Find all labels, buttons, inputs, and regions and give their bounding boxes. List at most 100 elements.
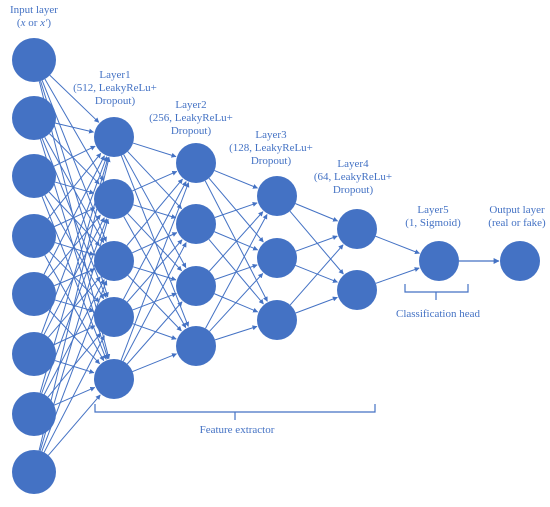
input-neuron-8: [12, 450, 56, 494]
layer5-label: Layer5 (1, Sigmoid): [405, 204, 461, 229]
layer3-detail2: Dropout): [251, 155, 292, 167]
input-x-prime: x′: [39, 17, 48, 29]
edge-input-1-to-layer1-1: [49, 133, 100, 185]
edge-layer3-1-to-layer4-0: [295, 235, 338, 252]
edge-input-7-to-layer1-4: [47, 394, 101, 456]
layer2-neuron-2: [176, 204, 216, 244]
edge-input-4-to-layer1-1: [47, 214, 101, 278]
edge-layer1-2-to-layer2-1: [132, 232, 178, 254]
layer2-neuron-3: [176, 266, 216, 306]
input-neuron-2: [12, 96, 56, 140]
edge-input-3-to-layer1-0: [47, 152, 102, 220]
output-layer-label: Output layer (real or fake): [488, 204, 546, 229]
output-neuron-1: [500, 241, 540, 281]
layer1-neuron-1: [94, 117, 134, 157]
edge-input-2-to-layer1-1: [55, 181, 95, 195]
edge-layer1-0-to-layer2-0: [132, 142, 177, 158]
layer2-neuron-4: [176, 326, 216, 366]
layer5-name: Layer5: [417, 204, 449, 216]
edge-input-2-to-layer1-2: [48, 191, 100, 247]
layer4-neuron-1: [337, 209, 377, 249]
layer2-name: Layer2: [175, 99, 206, 111]
edge-layer1-1-to-layer2-1: [132, 204, 177, 219]
input-neuron-4: [12, 214, 56, 258]
edge-layer2-3-to-layer3-1: [209, 273, 264, 332]
edge-input-7-to-layer1-3: [43, 335, 105, 453]
edge-layer2-3-to-layer3-0: [205, 214, 268, 329]
feature-extractor-bracket: [94, 404, 376, 420]
layer1-detail: (512, LeakyReLu+: [73, 82, 157, 94]
edge-input-2-to-layer1-0: [53, 145, 96, 167]
edge-input-6-to-layer1-2: [43, 279, 105, 395]
edge-layer2-0-to-layer3-0: [214, 170, 259, 189]
input-neuron-3: [12, 154, 56, 198]
classification-head-label: Classification head: [396, 308, 481, 320]
layer1-neuron-5: [94, 359, 134, 399]
edge-input-3-to-layer1-1: [53, 207, 96, 228]
layer3-neuron-3: [257, 300, 297, 340]
input-neuron-5: [12, 272, 56, 316]
edge-layer1-4-to-layer2-1: [122, 242, 187, 362]
edge-input-1-to-layer1-2: [44, 136, 105, 244]
layer1-neuron-4: [94, 297, 134, 337]
edge-layer1-4-to-layer2-0: [120, 182, 190, 361]
output-layer-subtitle: (real or fake): [488, 217, 546, 229]
edge-layer3-1-to-layer4-1: [295, 264, 338, 283]
edge-layer3-2-to-layer4-1: [295, 296, 338, 314]
layer1-detail2: Dropout): [95, 95, 136, 107]
edge-layer2-2-to-layer3-0: [209, 211, 264, 272]
edge-layer1-3-to-layer2-0: [122, 181, 187, 300]
input-layer-title: Input layer: [10, 4, 58, 16]
edge-layer2-1-to-layer3-0: [214, 201, 258, 218]
edge-layer1-4-to-layer2-3: [132, 353, 177, 372]
layer1-neuron-2: [94, 179, 134, 219]
layer4-neuron-2: [337, 270, 377, 310]
edge-layer2-3-to-layer3-2: [214, 325, 258, 341]
layer5-detail: (1, Sigmoid): [405, 217, 461, 229]
classification-head-bracket: [404, 284, 469, 300]
edge-input-0-to-layer1-1: [44, 78, 104, 182]
layer3-name: Layer3: [255, 129, 287, 141]
output-layer-title: Output layer: [489, 204, 545, 216]
layer2-detail: (256, LeakyReLu+: [149, 112, 233, 124]
input-layer-subtitle: (x or x′): [17, 17, 52, 29]
input-x: x: [20, 17, 26, 29]
layer4-name: Layer4: [337, 158, 369, 170]
layer3-neuron-2: [257, 238, 297, 278]
input-neuron-7: [12, 392, 56, 436]
edge-layer1-4-to-layer2-2: [126, 301, 183, 365]
edge-layer3-0-to-layer4-1: [289, 210, 344, 275]
layer3-detail: (128, LeakyReLu+: [229, 142, 313, 154]
feature-extractor-label: Feature extractor: [200, 424, 275, 436]
edge-layer3-0-to-layer4-0: [295, 203, 339, 222]
edge-layer4-1-to-layer5-0: [375, 267, 420, 284]
edge-input-3-to-layer1-2: [54, 242, 95, 256]
input-or: or: [25, 17, 40, 29]
edge-layer3-2-to-layer4-0: [289, 244, 344, 306]
layer2-detail2: Dropout): [171, 125, 212, 137]
layer1-label: Layer1 (512, LeakyReLu+ Dropout): [73, 69, 157, 107]
layer3-neuron-1: [257, 176, 297, 216]
layer1-neuron-3: [94, 241, 134, 281]
edge-input-5-to-layer1-2: [47, 276, 101, 338]
layer2-neuron-1: [176, 143, 216, 183]
edge-input-1-to-layer1-0: [55, 122, 95, 134]
layer4-label: Layer4 (64, LeakyReLu+ Dropout): [314, 158, 392, 196]
layer2-label: Layer2 (256, LeakyReLu+ Dropout): [149, 99, 233, 137]
input-neuron-1: [12, 38, 56, 82]
edge-input-4-to-layer1-2: [54, 268, 96, 287]
edge-layer1-1-to-layer2-0: [132, 170, 178, 192]
layer4-detail: (64, LeakyReLu+: [314, 171, 392, 183]
neurons: [12, 38, 540, 494]
layer1-name: Layer1: [99, 69, 130, 81]
layer5-neuron-1: [419, 241, 459, 281]
edge-layer1-0-to-layer2-1: [127, 151, 182, 210]
layer4-detail2: Dropout): [333, 184, 374, 196]
edge-input-0-to-layer1-0: [49, 74, 100, 123]
edge-layer4-0-to-layer5-0: [375, 235, 420, 255]
edge-layer1-3-to-layer2-3: [132, 323, 177, 340]
edge-layer1-2-to-layer2-0: [126, 178, 183, 246]
input-neuron-6: [12, 332, 56, 376]
layer3-label: Layer3 (128, LeakyReLu+ Dropout): [229, 129, 313, 167]
